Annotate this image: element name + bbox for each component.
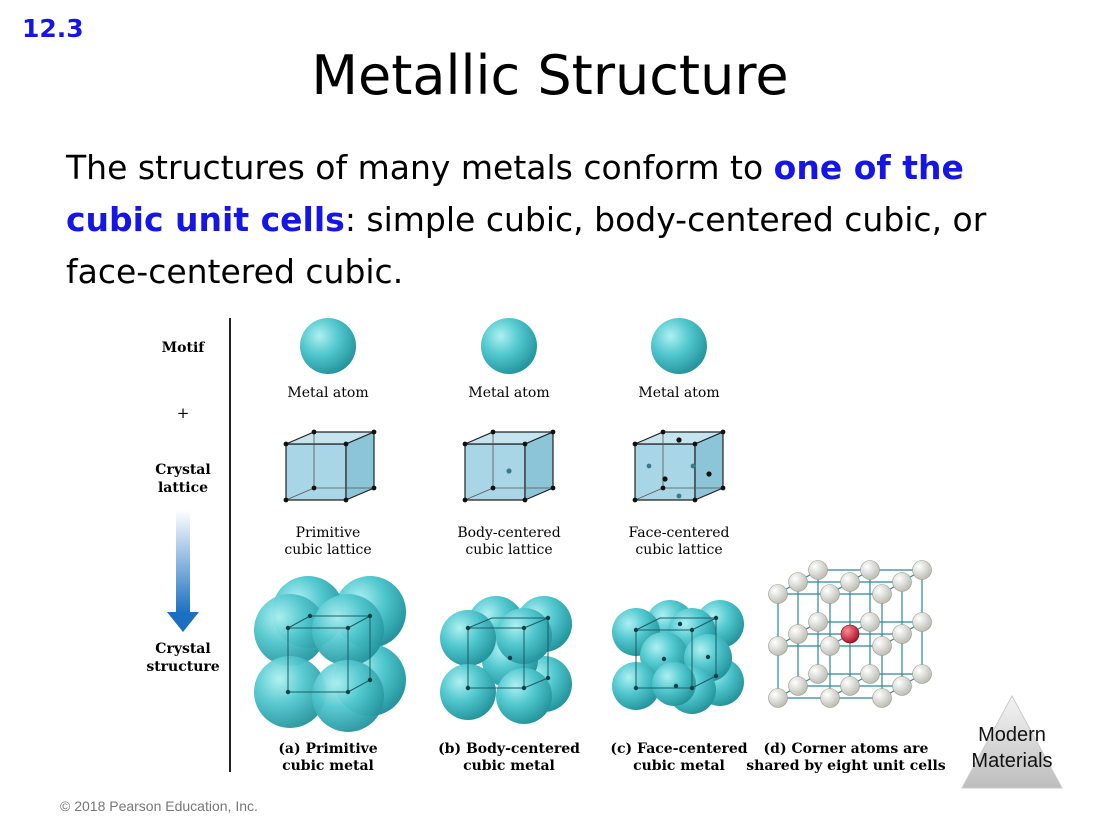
copyright-text: © 2018 Pearson Education, Inc. (60, 798, 258, 814)
corner-white-atom (912, 612, 932, 632)
corner-white-atom (860, 664, 880, 684)
motif-atom-c (651, 318, 707, 374)
lattice-label-c-2: cubic lattice (635, 542, 722, 558)
lattice-label-b-1: Body-centered (457, 525, 560, 541)
slide-body-text: The structures of many metals conform to… (66, 142, 1026, 298)
row-label-plus: + (177, 404, 190, 422)
corner-white-atom (820, 688, 840, 708)
structure-label-d-1: (d) Corner atoms are (764, 741, 929, 757)
body-centered-cubic-metal-icon (440, 596, 572, 724)
body-text-part-1: The structures of many metals conform to (66, 148, 774, 187)
corner-atoms-lattice-icon (768, 560, 932, 708)
face-centered-cubic-lattice-icon (632, 429, 726, 503)
lattice-label-a-1: Primitive (296, 525, 361, 541)
lattice-label-b-2: cubic lattice (465, 542, 552, 558)
body-text-highlight: one of the cubic unit cells (66, 148, 964, 239)
corner-white-atom (872, 688, 892, 708)
lattice-label-a-2: cubic lattice (284, 542, 371, 558)
down-arrow-icon (167, 510, 199, 632)
corner-white-atom (820, 636, 840, 656)
motif-atom-a (300, 318, 356, 374)
corner-white-atom (892, 572, 912, 592)
corner-white-atom (788, 624, 808, 644)
corner-white-atom (860, 560, 880, 580)
corner-white-atom (788, 676, 808, 696)
structure-label-c-1: (c) Face-centered (610, 741, 747, 757)
row-label-lattice-2: lattice (158, 480, 208, 496)
row-label-motif: Motif (162, 340, 206, 356)
corner-white-atom (912, 560, 932, 580)
row-label-structure-1: Crystal (155, 641, 210, 657)
row-label-lattice-1: Crystal (155, 462, 210, 478)
center-red-atom (840, 624, 860, 644)
modern-materials-nav-button[interactable] (960, 694, 1064, 790)
section-number: 12.3 (22, 14, 84, 43)
corner-white-atom (892, 624, 912, 644)
corner-white-atom (892, 676, 912, 696)
corner-white-atom (840, 676, 860, 696)
corner-white-atom (860, 612, 880, 632)
corner-white-atom (788, 572, 808, 592)
corner-white-atom (912, 664, 932, 684)
corner-white-atom (820, 584, 840, 604)
corner-white-atom (872, 584, 892, 604)
primitive-cubic-lattice-icon (283, 429, 377, 503)
structure-label-d-2: shared by eight unit cells (746, 758, 945, 774)
corner-white-atom (768, 688, 788, 708)
body-text-part-2: : simple cubic, body-centered cubic, or … (66, 200, 987, 291)
slide-title: Metallic Structure (311, 44, 789, 107)
lattice-label-c-1: Face-centered (629, 525, 730, 541)
corner-white-atom (872, 636, 892, 656)
structure-label-a-2: cubic metal (282, 758, 374, 774)
metallic-structure-figure: Motif + Crystal lattice Crystal structur… (130, 312, 950, 782)
row-label-structure-2: structure (146, 659, 219, 675)
structure-label-c-2: cubic metal (633, 758, 725, 774)
corner-white-atom (808, 664, 828, 684)
modern-materials-label[interactable]: Modern Materials (960, 722, 1064, 774)
face-centered-cubic-metal-icon (612, 600, 744, 714)
structure-label-b-1: (b) Body-centered (438, 741, 580, 757)
primitive-cubic-metal-icon (254, 576, 406, 732)
corner-white-atom (808, 612, 828, 632)
motif-atom-b (481, 318, 537, 374)
structure-label-b-2: cubic metal (463, 758, 555, 774)
motif-label-c: Metal atom (638, 385, 719, 401)
structure-label-a-1: (a) Primitive (278, 741, 377, 757)
motif-label-b: Metal atom (468, 385, 549, 401)
corner-white-atom (840, 572, 860, 592)
nav-button-line-2: Materials (971, 750, 1053, 772)
body-centered-cubic-lattice-icon (462, 429, 556, 503)
nav-button-line-1: Modern (978, 724, 1046, 746)
corner-white-atom (808, 560, 828, 580)
corner-white-atom (768, 584, 788, 604)
motif-label-a: Metal atom (287, 385, 368, 401)
corner-white-atom (768, 636, 788, 656)
